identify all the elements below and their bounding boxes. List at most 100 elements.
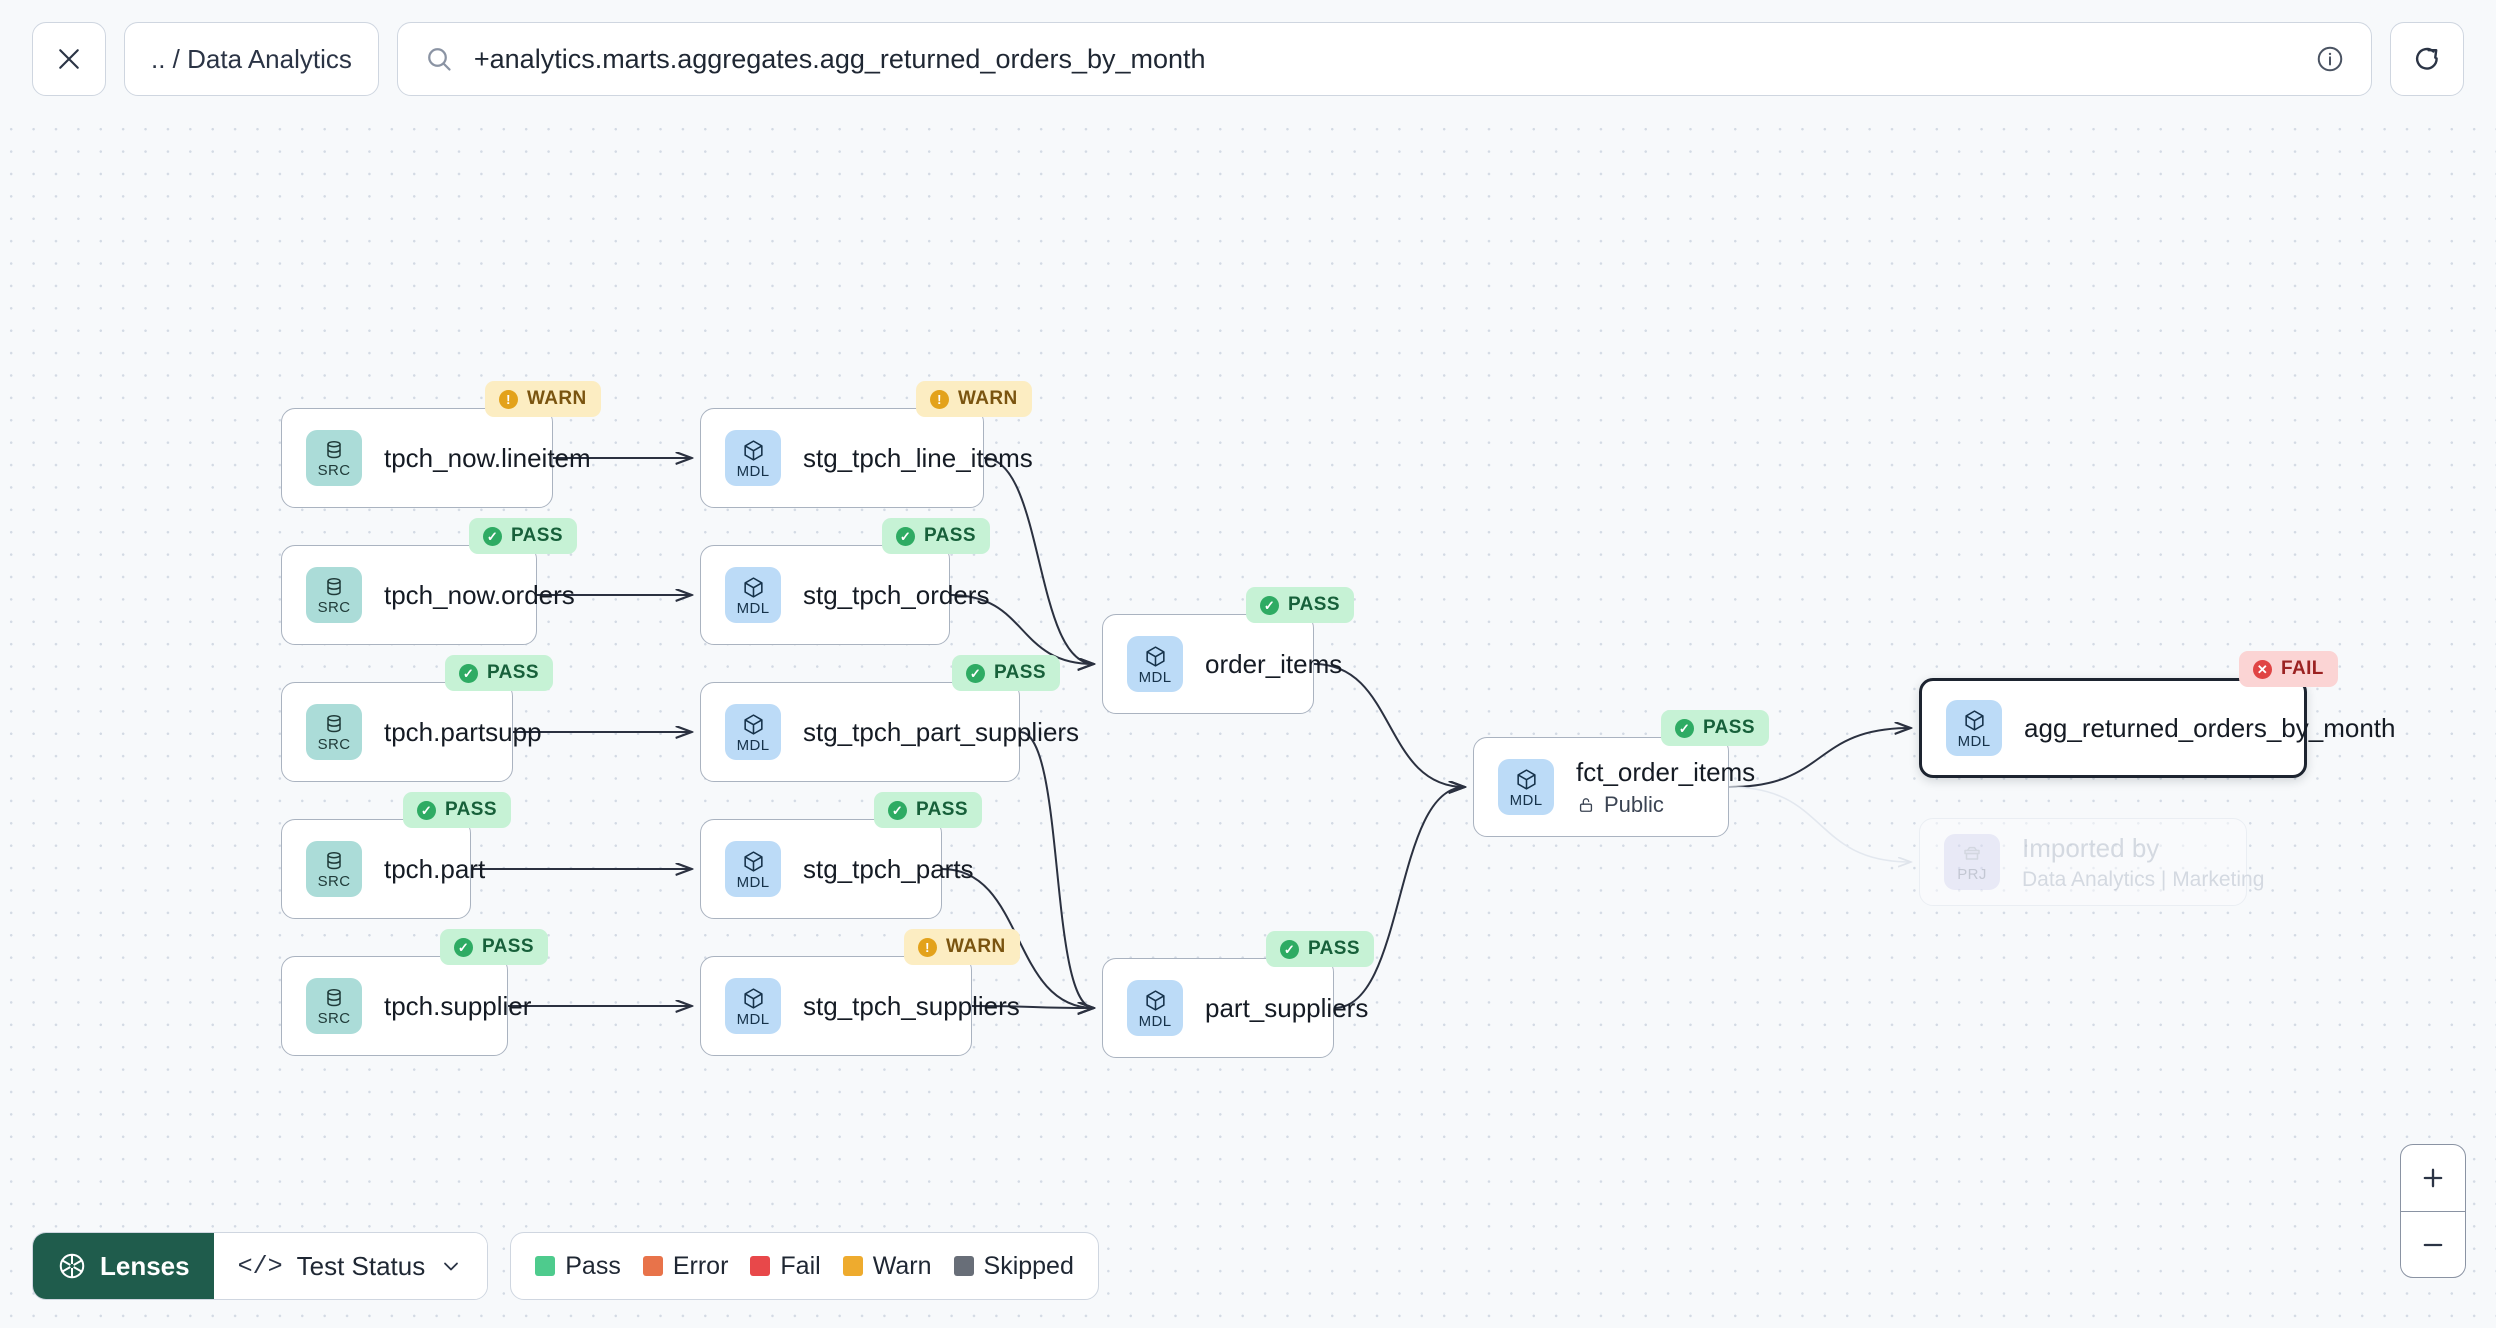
legend-item[interactable]: Skipped (953, 1252, 1074, 1281)
lineage-node[interactable]: PRJ Imported by Data Analytics | Marketi… (1919, 818, 2265, 906)
node-title: stg_tpch_orders (803, 579, 990, 610)
info-icon[interactable] (2315, 44, 2345, 74)
lineage-node[interactable]: SRC tpch_now.lineitem (281, 408, 591, 508)
node-title: stg_tpch_part_suppliers (803, 716, 1080, 747)
node-kind-badge: SRC (306, 430, 362, 486)
breadcrumb[interactable]: .. / Data Analytics (124, 22, 379, 96)
lineage-node[interactable]: SRC tpch_now.orders (281, 545, 575, 645)
node-kind-badge: MDL (725, 704, 781, 760)
close-button[interactable] (32, 22, 106, 96)
node-title: agg_returned_orders_by_month (2024, 712, 2396, 743)
node-kind-badge: SRC (306, 567, 362, 623)
lineage-node[interactable]: MDL fct_order_items Public (1473, 737, 1756, 837)
status-badge-label: FAIL (2281, 658, 2324, 679)
node-title: order_items (1205, 648, 1343, 679)
status-dot-icon: ✕ (2253, 659, 2272, 679)
lineage-node[interactable]: MDL stg_tpch_parts (700, 819, 974, 919)
node-kind-label: SRC (317, 1010, 351, 1027)
node-body: tpch.partsupp (384, 717, 542, 748)
node-body: tpch_now.lineitem (384, 442, 591, 474)
search-input[interactable] (473, 43, 2295, 75)
node-kind-badge: SRC (306, 704, 362, 760)
status-badge: ✓ PASS (440, 929, 548, 965)
lineage-node[interactable]: MDL agg_returned_orders_by_month (1919, 678, 2396, 778)
refresh-button[interactable] (2390, 22, 2464, 96)
node-title: tpch_now.lineitem (384, 442, 591, 473)
legend-swatch (642, 1256, 663, 1276)
node-body: stg_tpch_parts (803, 854, 974, 885)
minus-icon (2423, 1243, 2443, 1246)
lineage-edge (1313, 663, 1465, 787)
legend-item[interactable]: Pass (535, 1252, 621, 1281)
lineage-node[interactable]: MDL order_items (1102, 614, 1343, 714)
lineage-edge (949, 594, 1094, 664)
node-title: part_suppliers (1205, 992, 1369, 1023)
cube-icon (1516, 768, 1536, 790)
node-title: Imported by (2022, 832, 2160, 863)
node-title: tpch.supplier (384, 990, 532, 1021)
status-badge: ✓ PASS (874, 792, 982, 828)
cube-icon (743, 576, 763, 598)
lineage-canvas[interactable]: SRC tpch_now.lineitem ! WARN SRC tpch_no… (0, 118, 2496, 1328)
node-kind-label: MDL (1509, 791, 1543, 809)
legend-item[interactable]: Warn (842, 1252, 932, 1281)
status-dot-icon: ✓ (1675, 718, 1694, 738)
status-badge: ✓ PASS (1246, 587, 1354, 623)
status-dot-icon: ✓ (417, 800, 436, 820)
close-icon (59, 49, 79, 69)
unlock-icon (1579, 797, 1593, 812)
lineage-node[interactable]: SRC tpch.partsupp (281, 682, 542, 782)
node-kind-label: MDL (1138, 668, 1172, 686)
node-subtitle: Data Analytics | Marketing (2022, 867, 2265, 891)
status-dot-icon: ✓ (888, 800, 907, 820)
lineage-node[interactable]: MDL stg_tpch_part_suppliers (700, 682, 1080, 782)
node-body: fct_order_items Public (1576, 756, 1756, 818)
status-legend: Pass Error Fail Warn Skipped (510, 1232, 1099, 1300)
lineage-node[interactable]: MDL stg_tpch_orders (700, 545, 990, 645)
status-badge: ✕ FAIL (2239, 651, 2338, 687)
status-dot-icon: ✓ (966, 663, 985, 683)
node-body: tpch_now.orders (384, 579, 575, 611)
cube-icon (1145, 989, 1165, 1011)
cube-icon (743, 713, 763, 735)
status-badge: ✓ PASS (1266, 931, 1374, 967)
node-body: tpch.supplier (384, 990, 532, 1022)
lineage-node[interactable]: MDL part_suppliers (1102, 958, 1369, 1058)
status-badge: ! WARN (904, 929, 1020, 965)
project-icon (1964, 846, 1980, 860)
status-badge: ! WARN (916, 381, 1032, 417)
plus-icon (2423, 1168, 2443, 1188)
node-title: fct_order_items (1576, 756, 1756, 787)
database-icon (327, 577, 341, 596)
status-badge-label: PASS (1288, 594, 1340, 615)
lineage-node[interactable]: MDL stg_tpch_suppliers (700, 956, 1020, 1056)
legend-item[interactable]: Fail (750, 1252, 821, 1281)
status-dot-icon: ✓ (483, 526, 502, 546)
zoom-out-button[interactable] (2401, 1211, 2465, 1277)
lenses-button[interactable]: Lenses (33, 1233, 214, 1299)
search-bar[interactable] (396, 22, 2372, 96)
node-body: agg_returned_orders_by_month (2024, 712, 2396, 744)
status-dot-icon: ! (499, 389, 518, 409)
node-body: part_suppliers (1205, 992, 1369, 1024)
node-kind-label: SRC (317, 599, 351, 616)
node-kind-label: MDL (1957, 732, 1991, 750)
lineage-node[interactable]: MDL stg_tpch_line_items (700, 408, 1033, 508)
database-icon (327, 714, 341, 733)
test-status-button[interactable]: </> Test Status (213, 1233, 488, 1299)
lineage-edge (1333, 787, 1465, 1009)
legend-item[interactable]: Error (642, 1252, 728, 1281)
legend-swatch (535, 1256, 556, 1276)
status-badge-label: PASS (1703, 717, 1755, 738)
status-dot-icon: ✓ (1260, 595, 1279, 615)
cube-icon (743, 987, 763, 1009)
node-kind-label: SRC (317, 873, 351, 890)
lineage-node[interactable]: SRC tpch.part (281, 819, 485, 919)
zoom-in-button[interactable] (2401, 1145, 2465, 1211)
node-title: tpch_now.orders (384, 579, 575, 610)
bottom-toolbar: Lenses </> Test Status Pass Error Fail W… (32, 1232, 1099, 1300)
lineage-node[interactable]: SRC tpch.supplier (281, 956, 532, 1056)
legend-label: Pass (565, 1251, 621, 1280)
status-badge-label: PASS (994, 662, 1046, 683)
node-kind-badge: SRC (306, 841, 362, 897)
